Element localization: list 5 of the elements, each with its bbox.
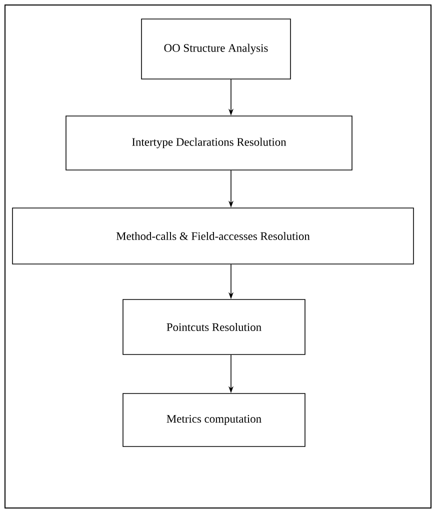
process-box: Pointcuts Resolution	[122, 299, 306, 355]
process-box: Method-calls & Field-accesses Resolution	[12, 208, 414, 264]
process-box: Metrics computation	[122, 393, 306, 447]
process-box: OO Structure Analysis	[141, 18, 291, 80]
process-box: Intertype Declarations Resolution	[66, 116, 352, 170]
